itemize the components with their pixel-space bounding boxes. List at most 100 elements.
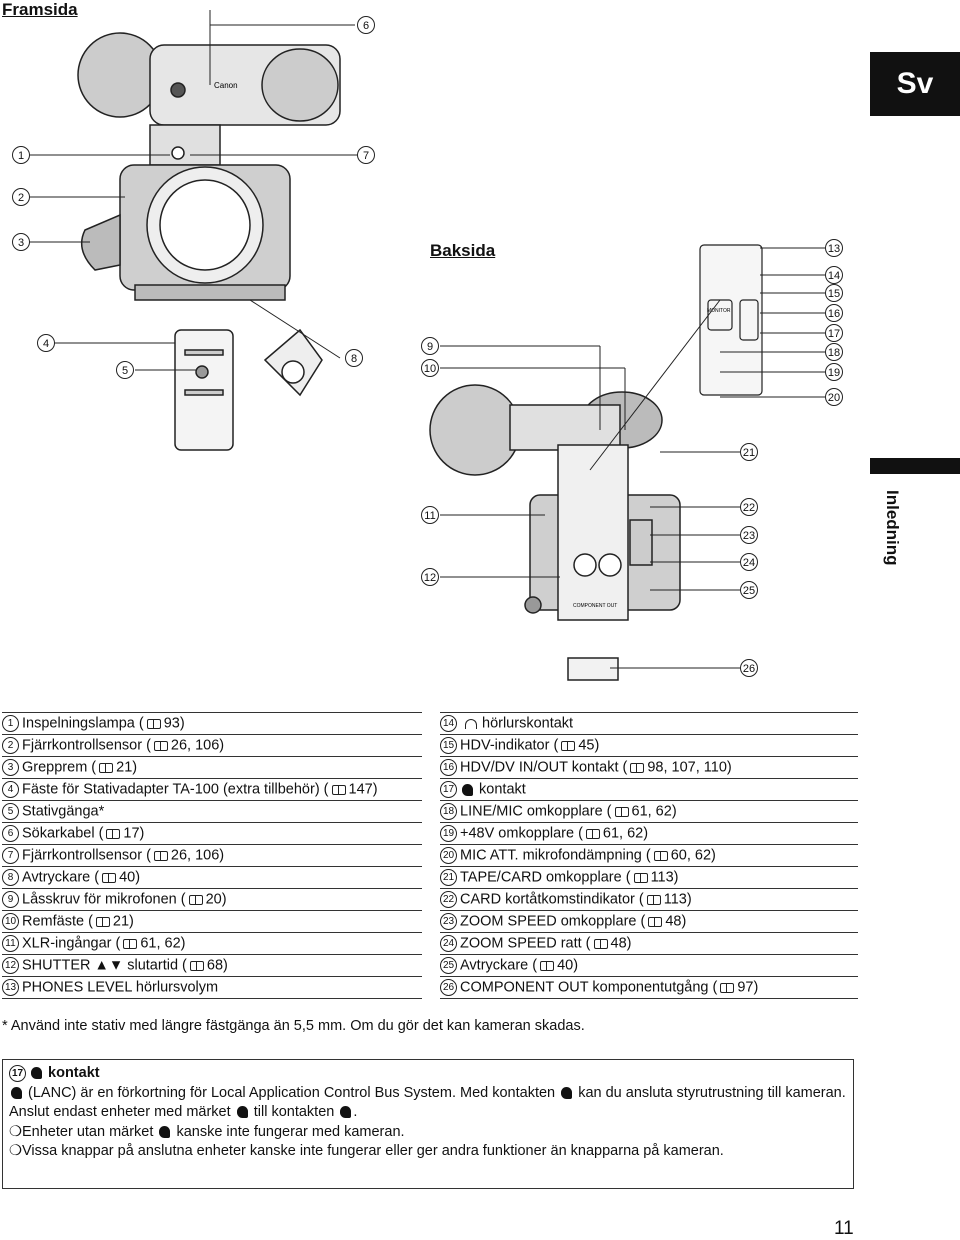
book-icon — [123, 938, 138, 949]
headphones-icon — [465, 718, 477, 729]
book-icon — [189, 960, 204, 971]
monitor-label: MONITOR — [707, 308, 731, 314]
callout-8: 8 — [345, 349, 363, 367]
book-icon — [561, 740, 576, 751]
back-camera-illustration — [429, 384, 681, 681]
callout-24: 24 — [740, 553, 758, 571]
callout-10: 10 — [421, 359, 439, 377]
lanc-icon — [340, 1106, 352, 1119]
section-label: Inledning — [883, 490, 902, 566]
lanc-box-para-1: (LANC) är en förkortning för Local Appli… — [9, 1084, 847, 1104]
lanc-icon — [159, 1125, 171, 1138]
callout-21: 21 — [740, 443, 758, 461]
back-heading: Baksida — [430, 241, 496, 260]
book-icon — [102, 872, 117, 883]
callout-11: 11 — [421, 506, 439, 524]
callout-14: 14 — [825, 266, 843, 284]
book-icon — [99, 762, 114, 773]
book-icon — [331, 784, 346, 795]
callout-4: 4 — [37, 334, 55, 352]
lanc-box-title: 17 kontakt — [9, 1064, 847, 1084]
callout-12: 12 — [421, 568, 439, 586]
list-item: 19+48V omkopplare (61, 62) — [440, 822, 858, 845]
callout-6: 6 — [357, 16, 375, 34]
lanc-icon — [462, 783, 473, 796]
page-number: 11 — [834, 1218, 854, 1239]
lanc-box-bullet-1: ❍Enheter utan märket kanske inte fungera… — [9, 1123, 405, 1140]
brand-label: Canon — [214, 81, 238, 90]
language-tab: Sv — [870, 52, 960, 116]
leader-lines — [25, 10, 825, 669]
callout-25: 25 — [740, 581, 758, 599]
book-icon — [95, 916, 110, 927]
callout-20: 20 — [825, 388, 843, 406]
callout-19: 19 — [825, 363, 843, 381]
book-icon — [153, 850, 168, 861]
callout-15: 15 — [825, 284, 843, 302]
lanc-icon — [236, 1106, 248, 1119]
book-icon — [593, 938, 608, 949]
book-icon — [648, 916, 663, 927]
callout-22: 22 — [740, 498, 758, 516]
callout-26: 26 — [740, 659, 758, 677]
callout-7: 7 — [357, 146, 375, 164]
callout-16: 16 — [825, 304, 843, 322]
front-camera-illustration — [77, 32, 341, 301]
callout-13: 13 — [825, 239, 843, 257]
book-icon — [646, 894, 661, 905]
lanc-icon — [31, 1067, 42, 1080]
list-item: 17 kontakt — [440, 778, 858, 801]
callout-17: 17 — [825, 324, 843, 342]
callout-9: 9 — [421, 337, 439, 355]
camera-illustrations: Canon MONITOR COMPONENT OUT — [25, 10, 825, 681]
book-icon — [614, 806, 629, 817]
lanc-icon — [11, 1086, 22, 1099]
footnote: * Använd inte stativ med längre fästgäng… — [2, 1018, 585, 1034]
section-tab-bar — [870, 458, 960, 474]
lanc-box-bullet-2: ❍Vissa knappar på anslutna enheter kansk… — [9, 1143, 724, 1159]
book-icon — [633, 872, 648, 883]
callout-2: 2 — [12, 188, 30, 206]
lanc-info-box: 17 kontakt (LANC) är en förkortning för … — [2, 1059, 854, 1189]
book-icon — [146, 718, 161, 729]
remote-illustration — [174, 329, 234, 451]
bullet-icon: ❍ — [9, 1143, 22, 1159]
book-icon — [188, 894, 203, 905]
front-heading: Framsida — [2, 0, 78, 19]
book-icon — [540, 960, 555, 971]
shutter-detail-illustration — [263, 328, 323, 397]
callout-1: 1 — [12, 146, 30, 164]
callout-18: 18 — [825, 343, 843, 361]
lanc-icon — [561, 1086, 573, 1099]
callout-5: 5 — [116, 361, 134, 379]
book-icon — [720, 982, 735, 993]
lanc-box-para-2: Anslut endast enheter med märket till ko… — [9, 1104, 358, 1120]
book-icon — [153, 740, 168, 751]
bullet-icon: ❍ — [9, 1123, 22, 1140]
component-out-label: COMPONENT OUT — [573, 603, 617, 609]
